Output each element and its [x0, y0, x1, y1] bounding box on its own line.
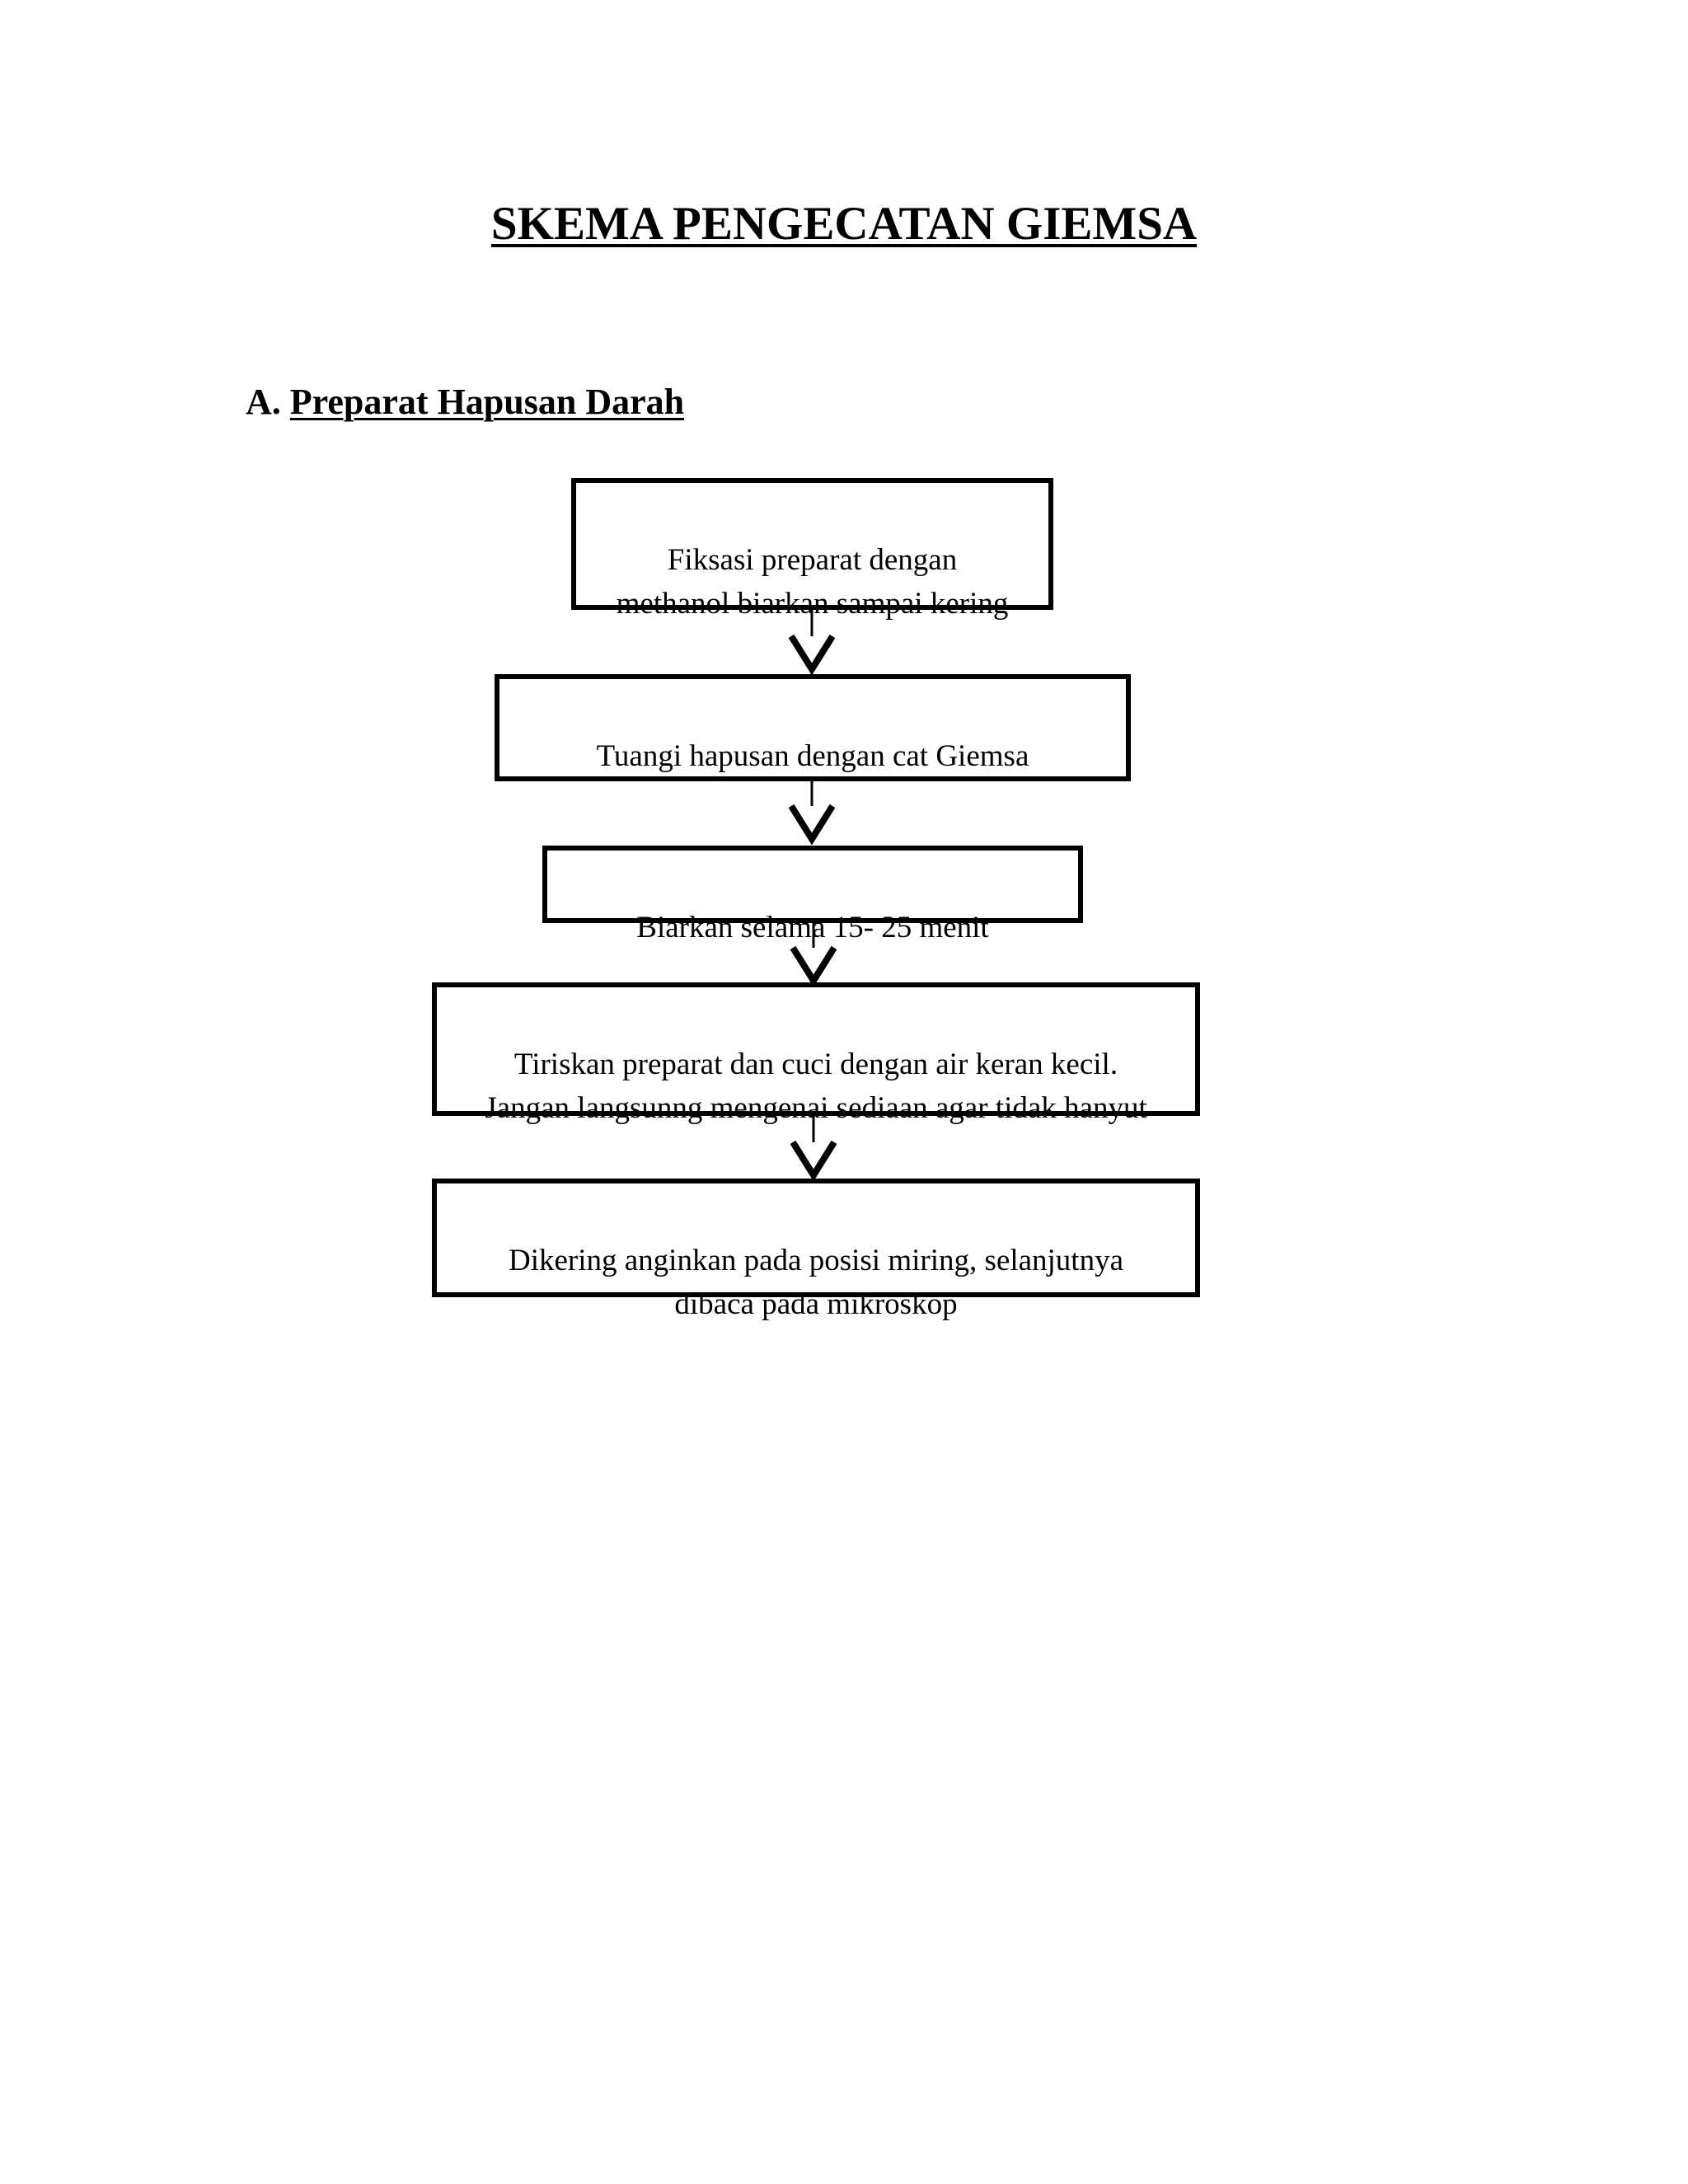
step-fiksasi-text: Fiksasi preparat dengan methanol biarkan…	[616, 543, 1009, 621]
step-dikering: Dikering anginkan pada posisi miring, se…	[432, 1179, 1200, 1321]
step-tiriskan: Tiriskan preparat dan cuci dengan air ke…	[432, 982, 1200, 1125]
step-biarkan-text: Biarkan selama 15- 25 menit	[636, 911, 989, 944]
step-tiriskan-text: Tiriskan preparat dan cuci dengan air ke…	[485, 1047, 1147, 1125]
step-tuangi: Tuangi hapusan dengan cat Giemsa	[495, 674, 1131, 781]
edge-fiksasi-tuangi	[788, 610, 836, 676]
step-biarkan: Biarkan selama 15- 25 menit	[542, 846, 1083, 944]
section-marker: A.	[246, 382, 281, 422]
section-title: Preparat Hapusan Darah	[289, 382, 685, 422]
page-title: SKEMA PENGECATAN GIEMSA	[490, 198, 1198, 250]
step-fiksasi: Fiksasi preparat dengan methanol biarkan…	[571, 478, 1053, 621]
edge-tiriskan-dikering	[790, 1116, 837, 1182]
edge-biarkan-tiriskan	[790, 923, 837, 987]
section-heading: A. Preparat Hapusan Darah	[246, 377, 684, 427]
step-dikering-text: Dikering anginkan pada posisi miring, se…	[508, 1244, 1124, 1321]
edge-tuangi-biarkan	[788, 781, 836, 846]
step-tuangi-text: Tuangi hapusan dengan cat Giemsa	[596, 739, 1029, 773]
